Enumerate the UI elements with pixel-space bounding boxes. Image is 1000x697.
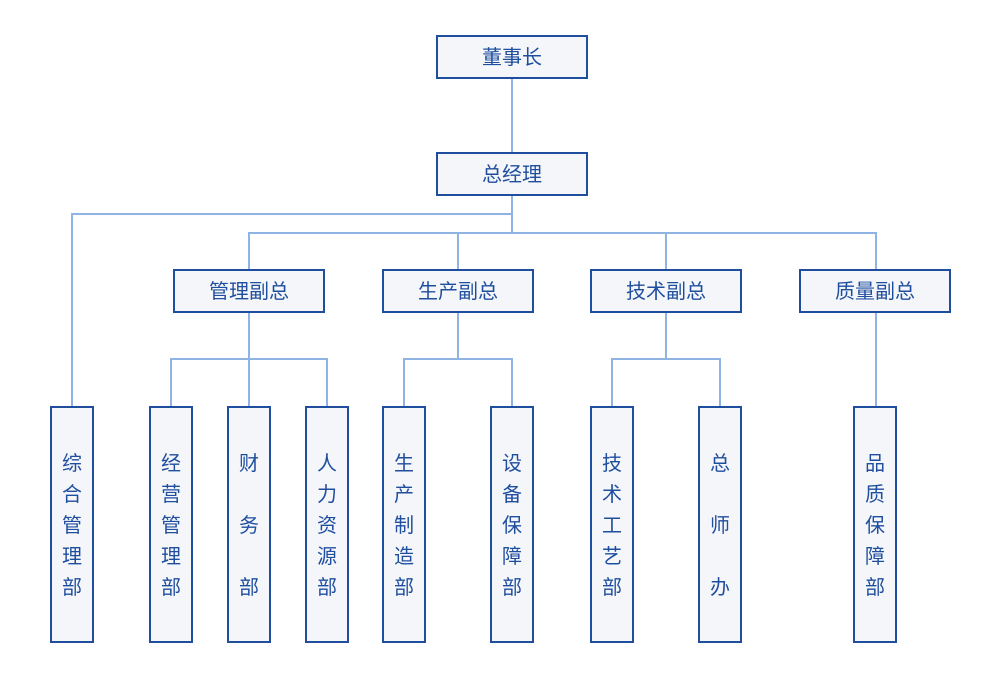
- node-vp-production: 生产副总: [382, 269, 534, 313]
- node-dept-manufacturing-label: 生产制造部: [394, 451, 414, 599]
- node-dept-finance: 财务部: [227, 406, 271, 643]
- node-vp-management: 管理副总: [173, 269, 325, 313]
- node-dept-business-management-label: 经营管理部: [161, 451, 181, 599]
- node-dept-quality-assurance-label: 品质保障部: [865, 451, 885, 599]
- node-vp-production-label: 生产副总: [418, 279, 498, 303]
- node-chairman-label: 董事长: [482, 45, 542, 69]
- node-dept-hr: 人力资源部: [305, 406, 349, 643]
- node-dept-chief-engineer: 总师办: [698, 406, 742, 643]
- node-dept-equipment: 设备保障部: [490, 406, 534, 643]
- node-dept-equipment-label: 设备保障部: [502, 451, 522, 599]
- node-dept-process: 技术工艺部: [590, 406, 634, 643]
- node-vp-quality: 质量副总: [799, 269, 951, 313]
- node-general-manager: 总经理: [436, 152, 588, 196]
- node-vp-quality-label: 质量副总: [835, 279, 915, 303]
- node-general-manager-label: 总经理: [482, 162, 542, 186]
- node-dept-general-admin: 综合管理部: [50, 406, 94, 643]
- node-dept-finance-label: 财务部: [239, 451, 259, 599]
- node-dept-business-management: 经营管理部: [149, 406, 193, 643]
- node-dept-process-label: 技术工艺部: [602, 451, 622, 599]
- node-vp-technology-label: 技术副总: [626, 279, 706, 303]
- node-dept-chief-engineer-label: 总师办: [710, 451, 730, 599]
- node-vp-technology: 技术副总: [590, 269, 742, 313]
- node-vp-management-label: 管理副总: [209, 279, 289, 303]
- node-dept-hr-label: 人力资源部: [317, 451, 337, 599]
- node-chairman: 董事长: [436, 35, 588, 79]
- node-dept-general-admin-label: 综合管理部: [62, 451, 82, 599]
- node-dept-quality-assurance: 品质保障部: [853, 406, 897, 643]
- node-dept-manufacturing: 生产制造部: [382, 406, 426, 643]
